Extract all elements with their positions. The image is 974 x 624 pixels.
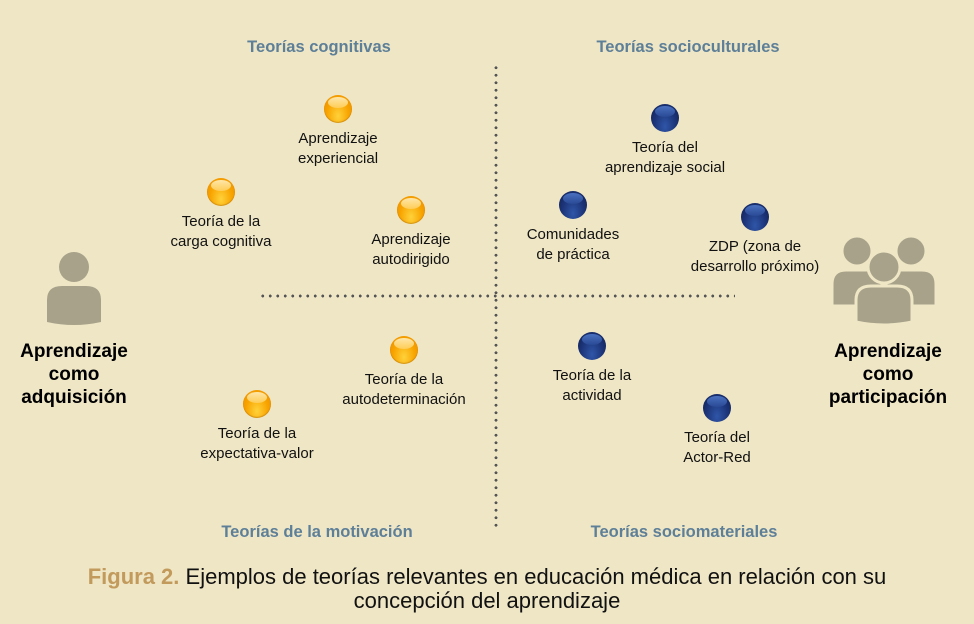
horizontal-dotted-axis [259,294,735,298]
theory-label-line: Aprendizaje [371,231,451,248]
theory-label: Teoría de la expectativa-valor [200,424,313,464]
blue-bubble-icon [559,191,587,219]
theory-label-line: autodirigido [372,251,450,268]
theory-label-line: expectativa-valor [200,445,314,462]
blue-bubble-icon [651,104,679,132]
theory-label-line: carga cognitiva [170,233,272,250]
theory-label-line: Teoría de la [181,213,261,230]
theory-label: Teoría de la autodeterminación [342,370,465,410]
person-icon [47,252,101,325]
theory-label-line: de práctica [536,246,610,263]
group-icon [830,234,938,326]
pole-label-participation: Aprendizaje como participación [829,340,947,409]
blue-bubble-icon [703,394,731,422]
theory-label-line: Comunidades [526,226,620,243]
theory-label-line: autodeterminación [342,391,466,408]
theory-label-line: experiencial [297,150,379,167]
theory-label-line: aprendizaje social [604,159,726,176]
theory-label: Teoría de la carga cognitiva [171,212,272,252]
theory-label: Teoría del aprendizaje social [605,138,725,178]
theory-label-line: Teoría de la [217,425,297,442]
figure-caption: Figura 2. Ejemplos de teorías relevantes… [0,565,974,613]
orange-bubble-icon [207,178,235,206]
caption-line-1: Ejemplos de teorías relevantes en educac… [179,564,887,589]
theory-label: Comunidades de práctica [527,225,620,265]
theory-label-line: desarrollo próximo) [690,258,820,275]
figure-number: Figura 2. [87,564,180,589]
pole-label-line: adquisición [21,387,127,408]
quadrant-heading-motivation: Teorías de la motivación [221,523,413,541]
caption-line-2: concepción del aprendizaje [353,588,621,613]
quadrant-heading-sociomaterial: Teorías sociomateriales [590,523,778,541]
blue-bubble-icon [578,332,606,360]
theory-label-line: Teoría del [684,429,750,446]
theory-label-line: Teoría de la [364,371,444,388]
theory-label-line: Teoría del [632,139,698,156]
theory-label-line: Teoría de la [552,367,632,384]
orange-bubble-icon [243,390,271,418]
pole-label-line: Aprendizaje [20,341,128,362]
pole-label-line: Aprendizaje [834,341,942,362]
theory-label: ZDP (zona de desarrollo próximo) [691,237,819,277]
orange-bubble-icon [390,336,418,364]
theory-label: Aprendizaje autodirigido [371,230,450,270]
quadrant-heading-cognitive: Teorías cognitivas [247,38,391,56]
theory-label-line: Aprendizaje [298,130,378,147]
pole-label-acquisition: Aprendizaje como adquisición [20,340,128,409]
pole-label-line: como [862,364,914,385]
theory-label: Aprendizaje experiencial [298,129,378,169]
orange-bubble-icon [397,196,425,224]
theory-label-line: ZDP (zona de [708,238,802,255]
pole-label-line: participación [828,387,948,408]
quadrant-heading-sociocultural: Teorías socioculturales [596,38,780,56]
orange-bubble-icon [324,95,352,123]
theory-label: Teoría de la actividad [553,366,631,406]
blue-bubble-icon [741,203,769,231]
pole-label-line: como [48,364,100,385]
theory-label-line: Actor-Red [683,449,751,466]
theory-label-line: actividad [562,387,622,404]
